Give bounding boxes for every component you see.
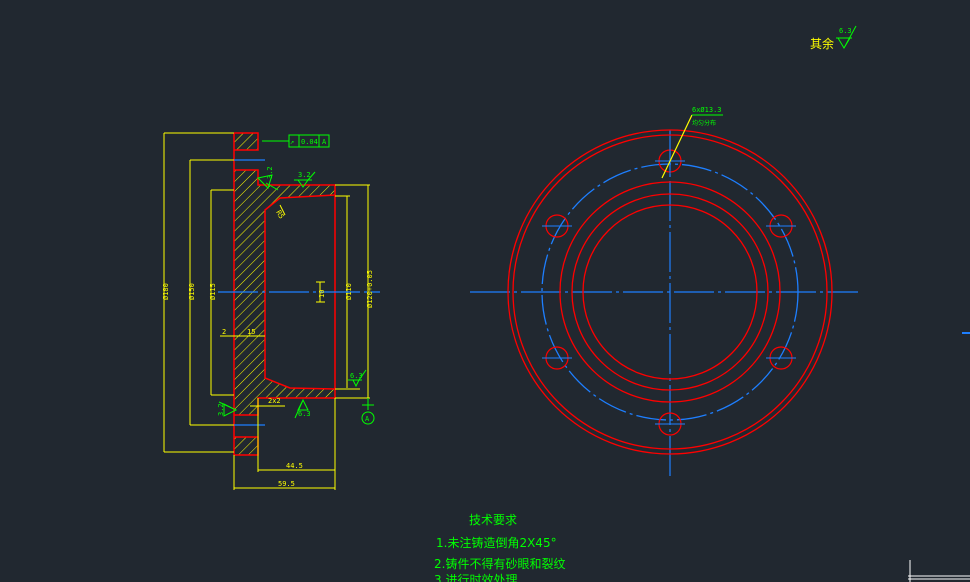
hole-callout-count: 6xØ13.3 xyxy=(692,106,722,114)
surface-mark-flange-upper: 3.2 xyxy=(266,166,274,179)
dim-44-5: 44.5 xyxy=(286,462,303,470)
hole-leader xyxy=(661,114,693,179)
surface-mark-bore-bottom: 6.3 xyxy=(298,410,311,418)
bolt-hole-lines xyxy=(234,159,265,426)
tolerance-frame xyxy=(218,25,857,425)
dim-d150: Ø150 xyxy=(188,283,196,300)
dim-d180: Ø180 xyxy=(162,283,170,300)
surface-mark-hub-end: 6.3 xyxy=(350,372,363,380)
surface-mark-flange-lower: 3.2 xyxy=(217,403,225,416)
tech-req-title: 技术要求 xyxy=(469,513,517,527)
dim-d120: Ø120+0.05 xyxy=(366,270,374,308)
ucs-icon xyxy=(908,560,970,582)
datum-label: A xyxy=(365,415,370,423)
tolerance-symbol: ↗ xyxy=(290,138,294,146)
tech-req-item-1: 1.未注铸造倒角2X45° xyxy=(436,535,557,550)
bolt-hole-centers xyxy=(542,146,796,425)
tech-req-item-2: 2.铸件不得有砂眼和裂纹 xyxy=(434,556,565,571)
tolerance-value: 0.04 xyxy=(301,138,318,146)
roughness-note-value: 6.3 xyxy=(839,27,852,35)
dim-d10: 10 xyxy=(318,290,326,298)
dim-w15: 15 xyxy=(247,328,255,336)
tolerance-datum: A xyxy=(322,138,327,146)
surface-mark-top: 3.2 xyxy=(298,171,311,179)
front-view xyxy=(507,129,833,455)
dim-59-5: 59.5 xyxy=(278,480,295,488)
dim-chamfer: R5 xyxy=(274,209,285,220)
tech-req-item-3: 3.进行时效处理 xyxy=(434,572,517,582)
dim-d110: Ø110 xyxy=(345,283,353,300)
dim-2x2: 2x2 xyxy=(268,397,281,405)
roughness-note-label: 其余 xyxy=(810,36,834,51)
dim-w2: 2 xyxy=(222,328,226,336)
dim-d115: Ø115 xyxy=(209,283,217,300)
hole-callout-distribution: 均匀分布 xyxy=(692,119,716,127)
section-hatch xyxy=(234,133,335,455)
